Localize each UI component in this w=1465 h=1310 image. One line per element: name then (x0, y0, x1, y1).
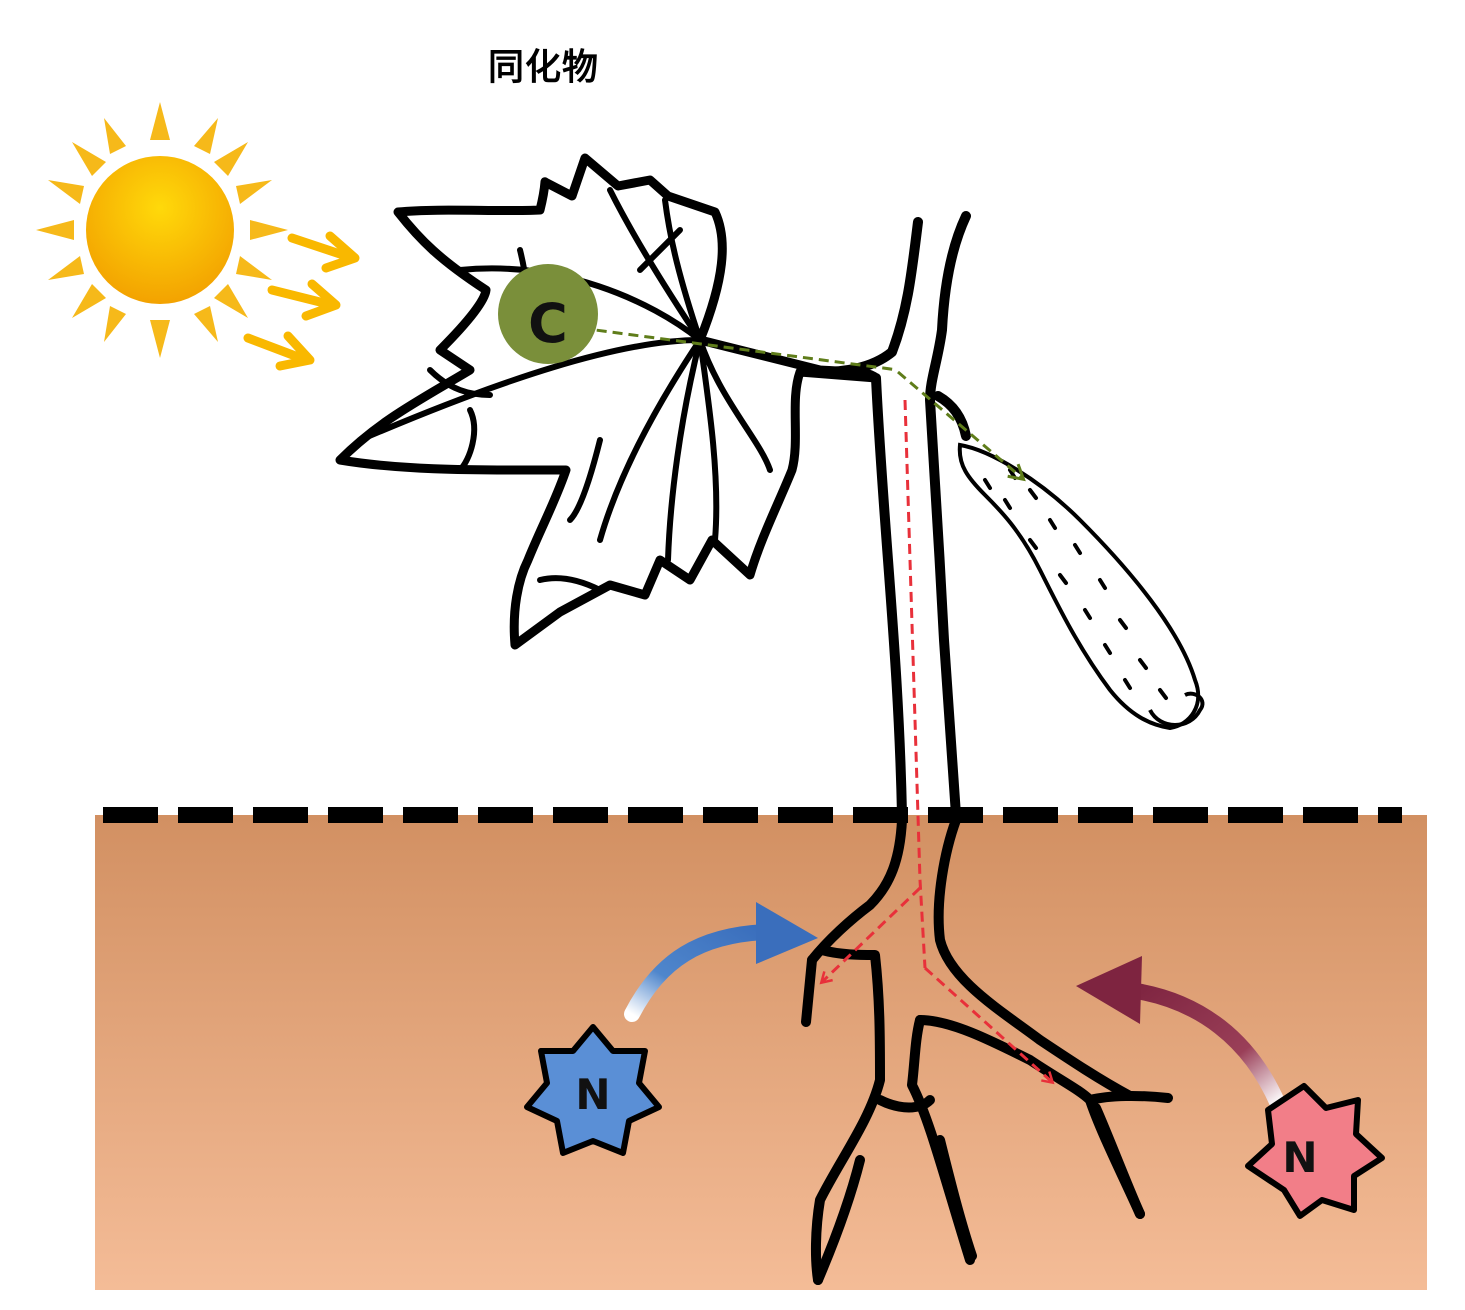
diagram-title: 同化物 (488, 47, 600, 88)
nitrogen-star-icon: N (1245, 1083, 1385, 1219)
root-transport-path (822, 399, 1052, 1082)
light-arrows (243, 231, 360, 371)
nitrogen-star-icon: N (524, 1024, 662, 1156)
carbon-label: C (528, 292, 568, 355)
soil (95, 815, 1427, 1290)
nitrogen-label-pink: N (1282, 1133, 1317, 1182)
cucumber-fruit (957, 442, 1205, 731)
root (801, 815, 1173, 1285)
nitrogen-blue-arrow (624, 902, 818, 1022)
stem (815, 211, 971, 820)
carbon-transport-path (564, 324, 1026, 482)
leaf (335, 153, 881, 650)
nitrogen-label-blue: N (575, 1070, 610, 1119)
sun-icon (36, 102, 288, 358)
nitrogen-pink-arrow (1076, 956, 1286, 1112)
carbon-circle: C (498, 264, 598, 364)
